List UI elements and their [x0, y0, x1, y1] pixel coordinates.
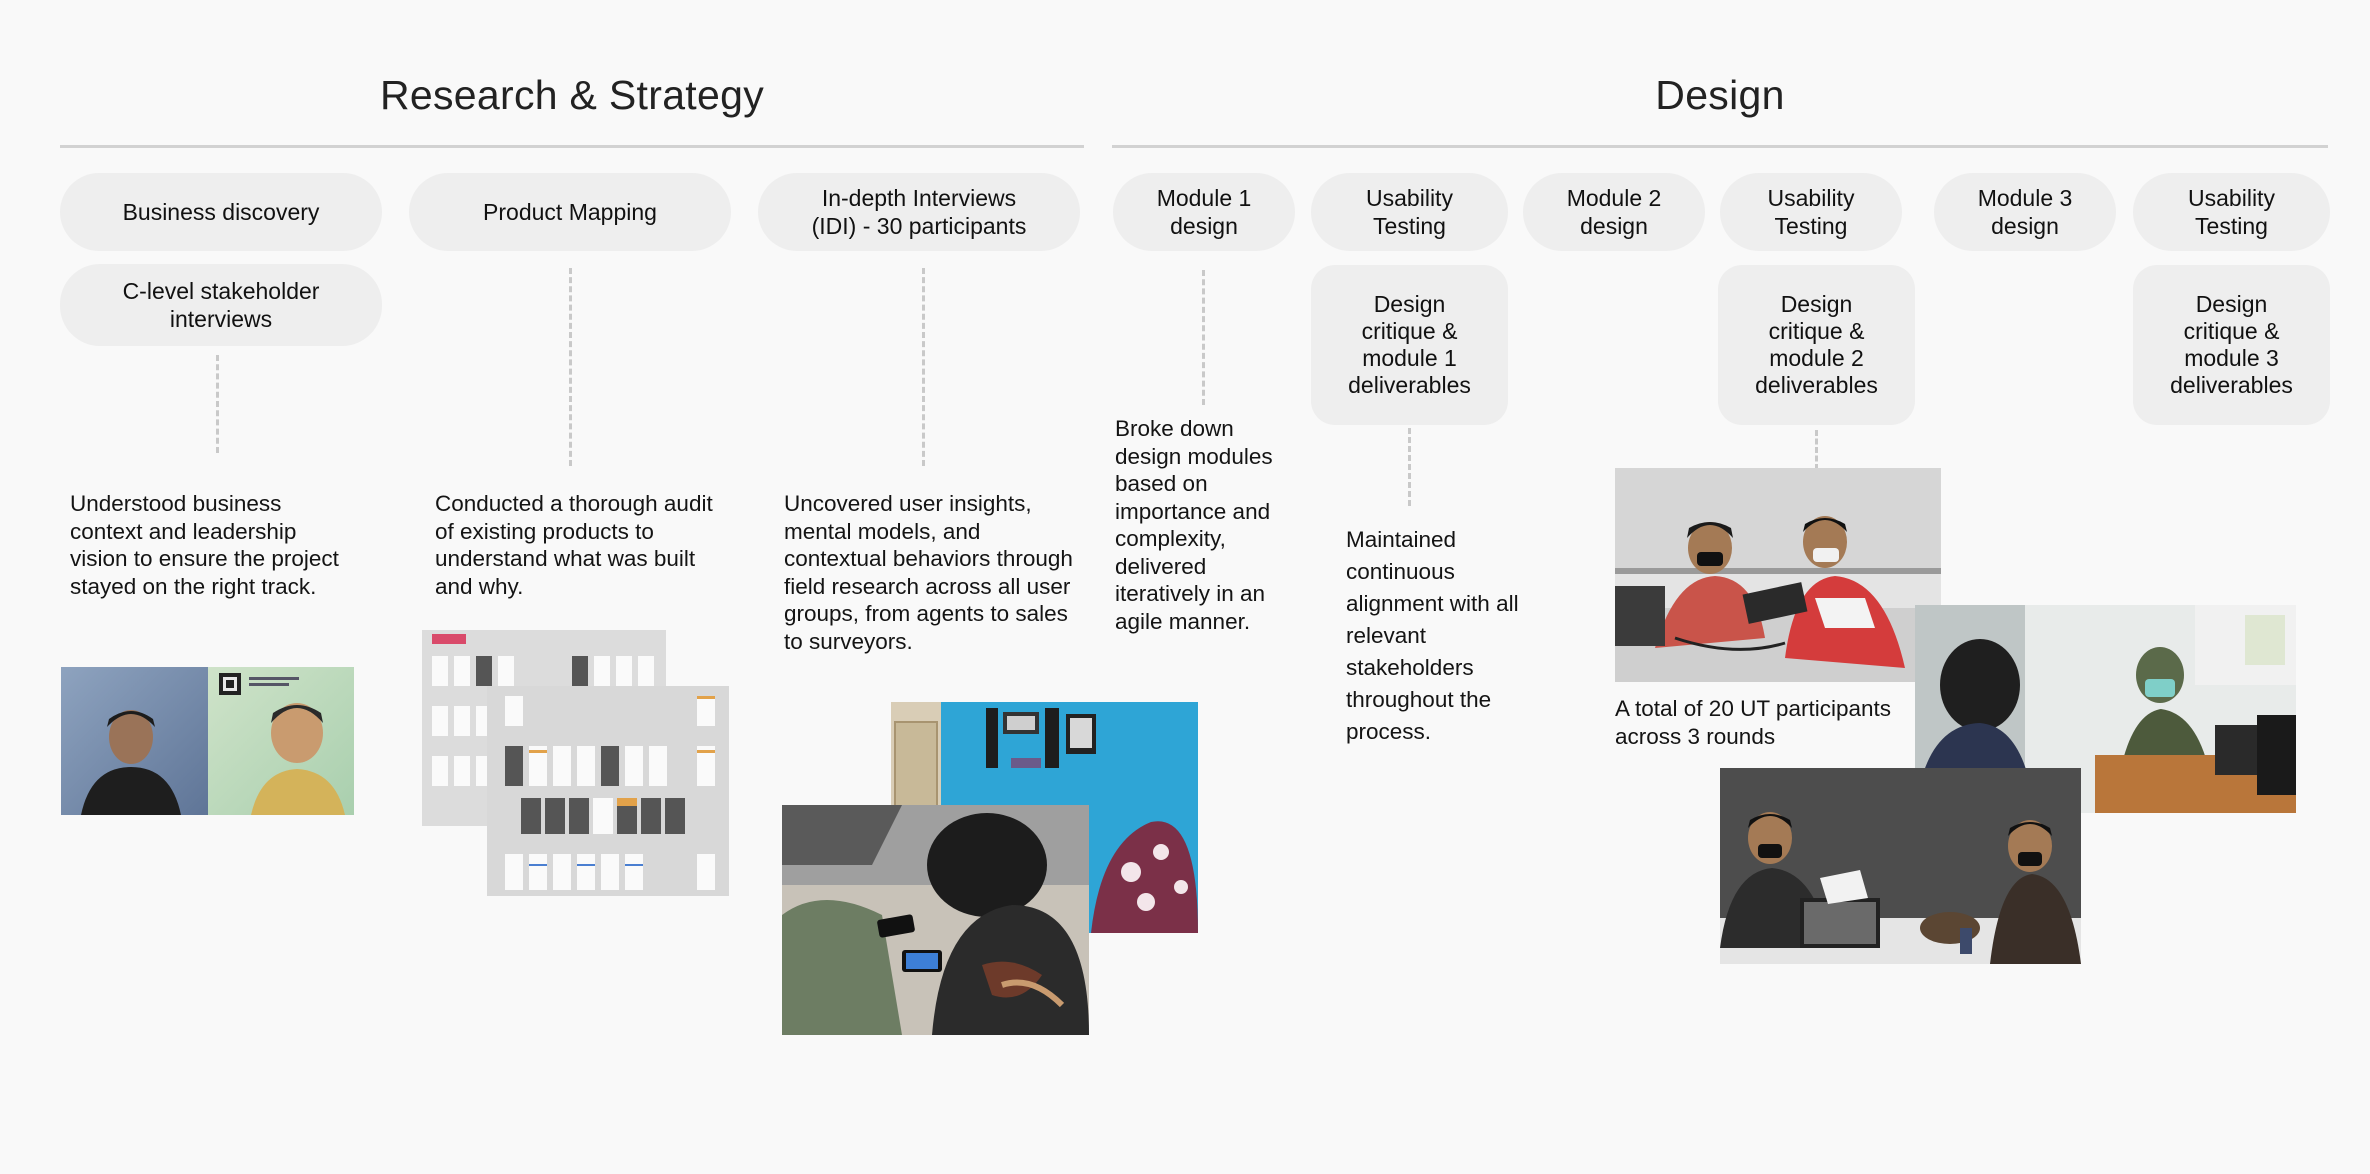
- module-3-design-pill: Module 3 design: [1934, 173, 2116, 251]
- product-mapping-pill: Product Mapping: [409, 173, 731, 251]
- design-critique-3-card: Design critique & module 3 deliverables: [2133, 265, 2330, 425]
- field-research-phone-photo: [782, 805, 1089, 1035]
- connector-line: [1202, 270, 1205, 405]
- design-critique-1-card: Design critique & module 1 deliverables: [1311, 265, 1508, 425]
- stakeholder-interviews-pill: C-level stakeholder interviews: [60, 264, 382, 346]
- video-call-photo: [61, 667, 354, 815]
- design-title: Design: [1655, 72, 1785, 118]
- usability-test-photo-1: [1615, 468, 1941, 682]
- usability-testing-2-pill: Usability Testing: [1720, 173, 1902, 251]
- ut-participants-description: A total of 20 UT participants across 3 r…: [1615, 696, 1891, 749]
- usability-testing-1-pill: Usability Testing: [1311, 173, 1508, 251]
- mapping-description: Conducted a thorough audit of existing p…: [435, 491, 713, 599]
- usability-testing-3-pill: Usability Testing: [2133, 173, 2330, 251]
- module-1-design-pill: Module 1 design: [1113, 173, 1295, 251]
- usability-test-photo-3: [1720, 768, 2081, 964]
- module-2-design-pill: Module 2 design: [1523, 173, 1705, 251]
- business-description: Understood business context and leadersh…: [70, 491, 339, 599]
- connector-line: [1815, 430, 1818, 470]
- connector-line: [922, 268, 925, 466]
- design-divider: [1112, 145, 2328, 148]
- stakeholder-alignment-description: Maintained continuous alignment with all…: [1346, 527, 1519, 744]
- design-critique-2-card: Design critique & module 2 deliverables: [1718, 265, 1915, 425]
- product-mapping-screens-front: [487, 686, 729, 896]
- module-breakdown-description: Broke down design modules based on impor…: [1115, 416, 1273, 634]
- idi-pill: In-depth Interviews (IDI) - 30 participa…: [758, 173, 1080, 251]
- business-discovery-pill: Business discovery: [60, 173, 382, 251]
- research-strategy-title: Research & Strategy: [380, 72, 764, 118]
- connector-line: [216, 355, 219, 453]
- connector-line: [1408, 428, 1411, 506]
- connector-line: [569, 268, 572, 466]
- idi-description: Uncovered user insights, mental models, …: [784, 491, 1073, 654]
- research-divider: [60, 145, 1084, 148]
